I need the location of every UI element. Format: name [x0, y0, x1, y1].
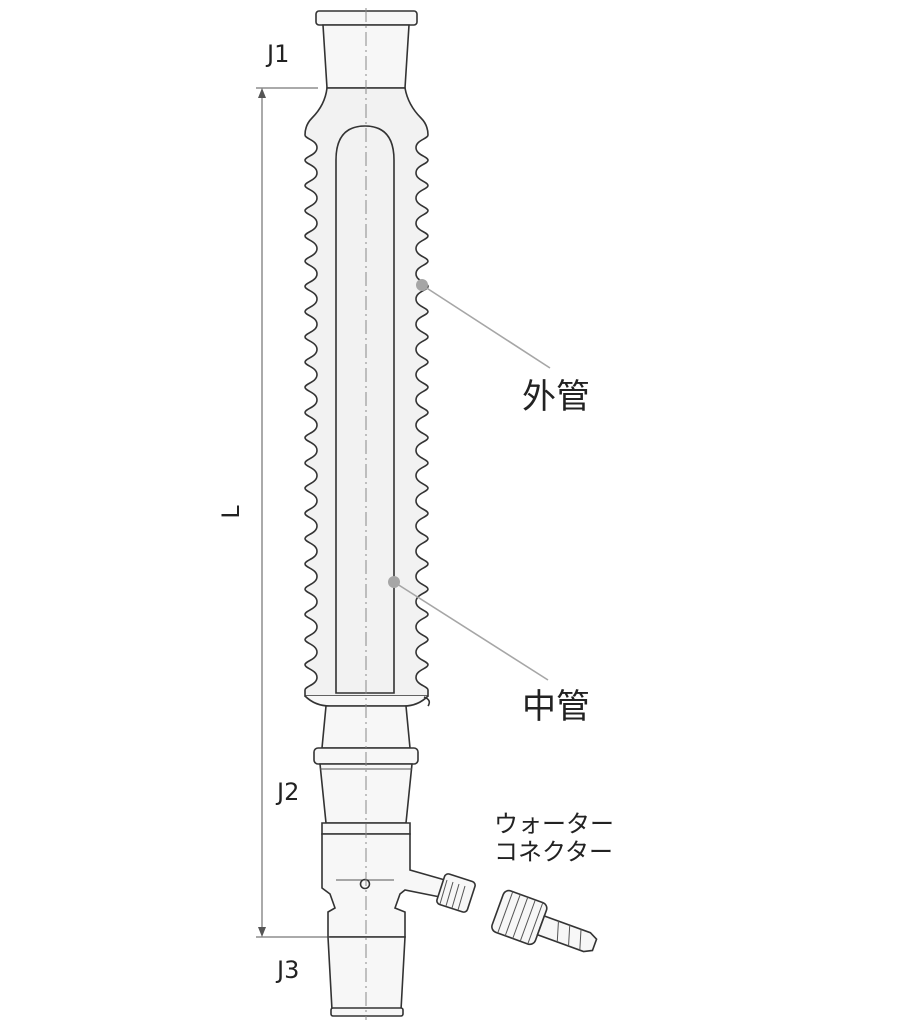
label-j1: J1: [265, 40, 289, 68]
adapter-body: [321, 822, 446, 938]
middle-joint-j2: [313, 705, 419, 824]
label-water-connector-line1: ウォーター: [494, 810, 614, 838]
label-inner-tube: 中管: [522, 687, 590, 727]
water-connector: [491, 889, 598, 953]
label-water-connector-line2: コネクター: [494, 838, 613, 866]
side-arm-thread: [436, 873, 476, 913]
inner-tube-leader: [388, 576, 549, 681]
top-joint-j1: [315, 10, 418, 89]
label-length: L: [217, 505, 245, 519]
dimension-l: [256, 87, 330, 938]
label-outer-tube: 外管: [522, 377, 590, 417]
outer-tube-leader: [416, 279, 551, 369]
inner-tube: [335, 125, 395, 694]
label-j2: J2: [275, 778, 299, 806]
label-j3: J3: [275, 956, 299, 984]
